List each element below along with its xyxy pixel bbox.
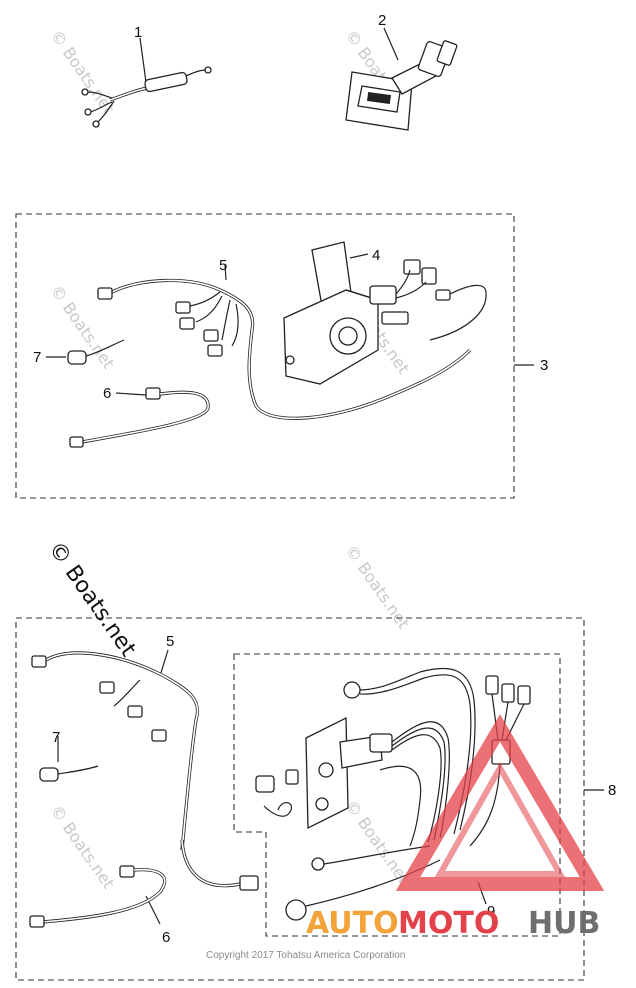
group-9-box bbox=[233, 653, 561, 937]
part-4-remote-control bbox=[283, 241, 487, 385]
watermark: © Boats.net bbox=[47, 801, 119, 892]
part-5-harness-top bbox=[97, 264, 472, 420]
callout-7: 7 bbox=[33, 349, 41, 366]
callout-6: 6 bbox=[103, 385, 111, 402]
part-8-key-switch-panel bbox=[255, 667, 531, 921]
callout-labels: 1 2 4 5 7 6 3 5 7 8 9 6 bbox=[33, 12, 616, 946]
group-8-box bbox=[15, 617, 585, 981]
callout-1: 1 bbox=[134, 24, 142, 41]
callout-7: 7 bbox=[52, 729, 60, 746]
callout-6: 6 bbox=[162, 929, 170, 946]
automotohub-logo: AUTO MOTO HUB bbox=[306, 714, 605, 941]
callout-2: 2 bbox=[378, 12, 386, 29]
logo-text-auto: AUTO bbox=[306, 906, 399, 941]
callout-9: 9 bbox=[487, 903, 495, 920]
part-7-plug-bottom bbox=[39, 736, 99, 782]
callout-3: 3 bbox=[540, 357, 548, 374]
part-2-switch-panel bbox=[345, 27, 458, 131]
watermark: © Boats.net bbox=[342, 541, 414, 632]
part-6-lead-top bbox=[69, 387, 210, 448]
callout-8: 8 bbox=[608, 782, 616, 799]
part-6-lead-bottom bbox=[29, 865, 167, 928]
callout-5: 5 bbox=[166, 633, 174, 650]
logo-text-moto: MOTO bbox=[398, 906, 499, 941]
watermark: © Boats.net bbox=[342, 796, 414, 887]
group-3-box bbox=[15, 213, 515, 499]
part-7-plug-top bbox=[46, 339, 125, 365]
callout-5: 5 bbox=[219, 257, 227, 274]
watermark-large: © Boats.net bbox=[43, 537, 141, 662]
logo-text-hub: HUB bbox=[528, 906, 600, 941]
copyright-text: Copyright 2017 Tohatsu America Corporati… bbox=[206, 950, 405, 961]
part-1-wire-lead bbox=[81, 37, 212, 128]
part-5-harness-bottom bbox=[31, 649, 259, 891]
callout-4: 4 bbox=[372, 247, 380, 264]
